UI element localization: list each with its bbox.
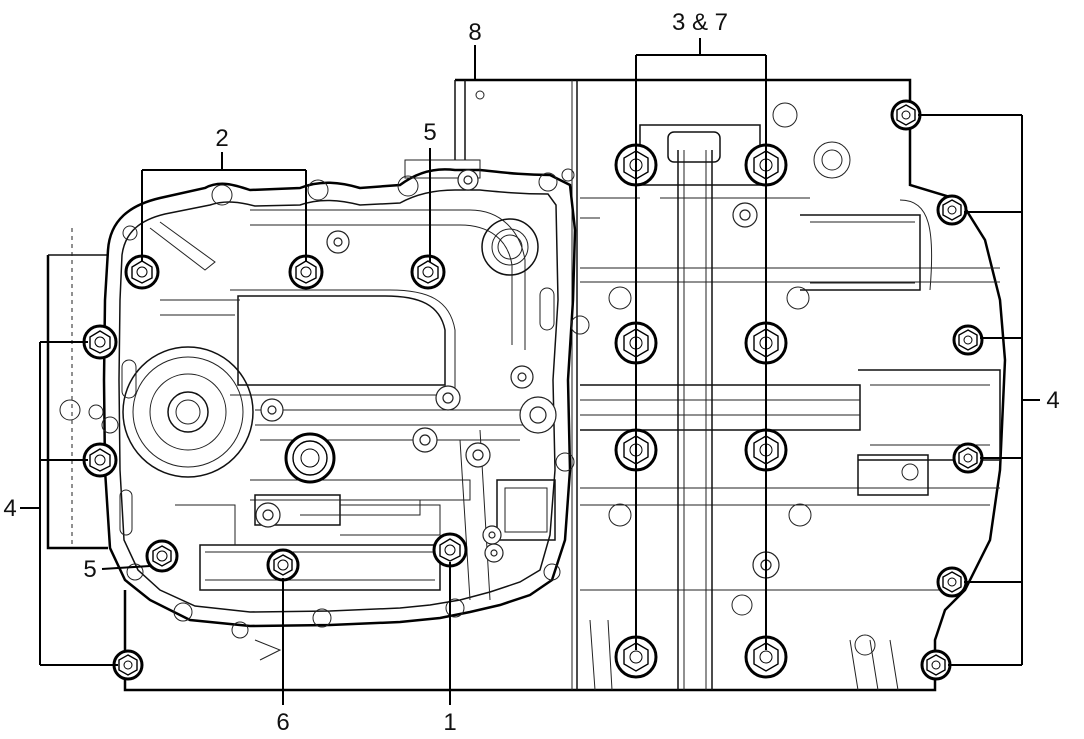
bolt bbox=[82, 442, 118, 478]
bolt bbox=[432, 532, 468, 568]
stud bbox=[510, 365, 534, 389]
bolt bbox=[145, 539, 179, 573]
stud bbox=[255, 502, 281, 528]
bolt bbox=[952, 442, 984, 474]
bolt bbox=[266, 548, 300, 582]
bolt bbox=[124, 254, 160, 290]
stud bbox=[435, 385, 461, 411]
right-block-detail bbox=[59, 90, 1001, 691]
callout-1: 1 bbox=[443, 709, 456, 736]
callout-4-left: 4 bbox=[3, 495, 16, 522]
callout-4-right: 4 bbox=[1046, 387, 1059, 414]
callout-5-top: 5 bbox=[423, 119, 436, 146]
left-cover-detail bbox=[119, 159, 556, 661]
callout-8: 8 bbox=[468, 19, 481, 46]
stud bbox=[412, 427, 438, 453]
stud bbox=[732, 202, 758, 228]
bolt bbox=[284, 432, 336, 484]
stud bbox=[326, 230, 350, 254]
callout-leaders bbox=[20, 38, 1040, 705]
bolt bbox=[920, 649, 952, 681]
stud bbox=[457, 169, 479, 191]
stud bbox=[482, 525, 502, 545]
stud bbox=[260, 398, 284, 422]
bolt bbox=[936, 566, 968, 598]
callout-2: 2 bbox=[215, 125, 228, 152]
callout-5-left: 5 bbox=[83, 556, 96, 583]
bolt bbox=[890, 99, 922, 131]
callout-3-and-7: 3 & 7 bbox=[672, 9, 728, 36]
bolt bbox=[112, 649, 144, 681]
bolt bbox=[744, 635, 788, 679]
bolt-set bbox=[82, 99, 984, 681]
left-cover-gasket bbox=[88, 168, 590, 628]
stud bbox=[484, 543, 504, 563]
bolt bbox=[952, 324, 984, 356]
callout-6: 6 bbox=[276, 709, 289, 736]
bolt bbox=[936, 194, 968, 226]
stud bbox=[465, 442, 491, 468]
bolt bbox=[82, 324, 118, 360]
bolt bbox=[410, 254, 446, 290]
bolt bbox=[614, 635, 658, 679]
callout-labels: 8 3 & 7 2 5 4 4 5 6 1 bbox=[3, 9, 1059, 736]
stud bbox=[519, 396, 557, 434]
